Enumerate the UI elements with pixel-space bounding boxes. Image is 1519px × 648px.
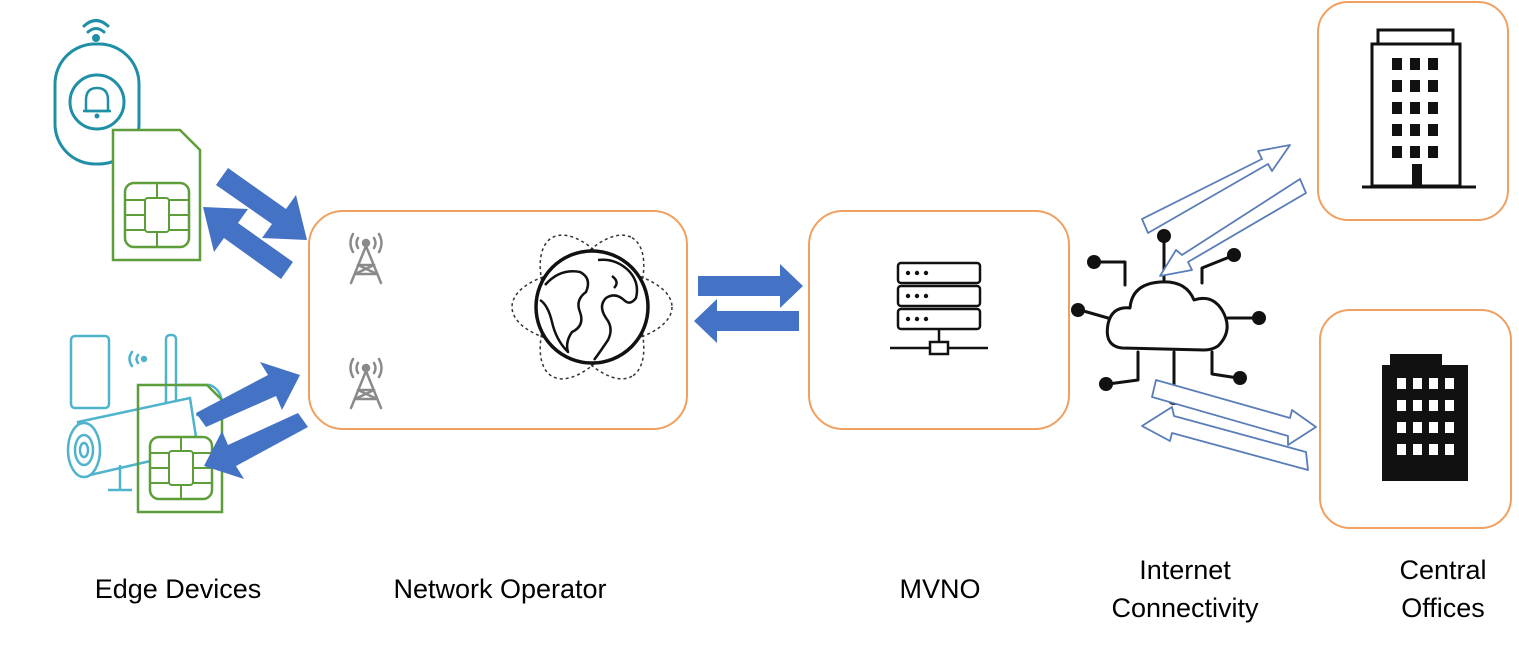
globe-icon — [511, 234, 673, 380]
office-building-icon — [1362, 28, 1476, 189]
data-flow-arrow — [694, 264, 803, 343]
central-offices-line2: Offices — [1401, 593, 1485, 623]
data-flow-arrow — [1141, 144, 1307, 277]
internet-connectivity-line1: Internet — [1139, 555, 1231, 585]
sim-card-icon — [111, 128, 202, 262]
office-building-icon — [1382, 354, 1468, 481]
cell-tower-icon — [349, 232, 383, 285]
server-icon — [890, 261, 988, 356]
wifi-icon — [82, 19, 110, 42]
data-flow-arrow — [203, 168, 307, 279]
mvno-label: MVNO — [899, 574, 981, 604]
edge-devices-label: Edge Devices — [94, 574, 262, 604]
cell-tower-icon — [349, 357, 383, 410]
cloud-network-icon — [1071, 229, 1266, 405]
wifi-icon — [128, 350, 148, 368]
server-status-leds — [905, 270, 929, 322]
data-flow-arrow — [1141, 379, 1317, 471]
data-flow-arrow — [196, 362, 308, 479]
mvno-box — [808, 210, 1070, 430]
internet-connectivity-line2: Connectivity — [1111, 593, 1259, 623]
internet-connectivity-label: Internet Connectivity — [1090, 551, 1280, 627]
central-offices-label: Central Offices — [1378, 551, 1508, 627]
network-operator-label: Network Operator — [393, 574, 607, 604]
phone-icon — [69, 334, 111, 410]
central-offices-line1: Central — [1399, 555, 1487, 585]
